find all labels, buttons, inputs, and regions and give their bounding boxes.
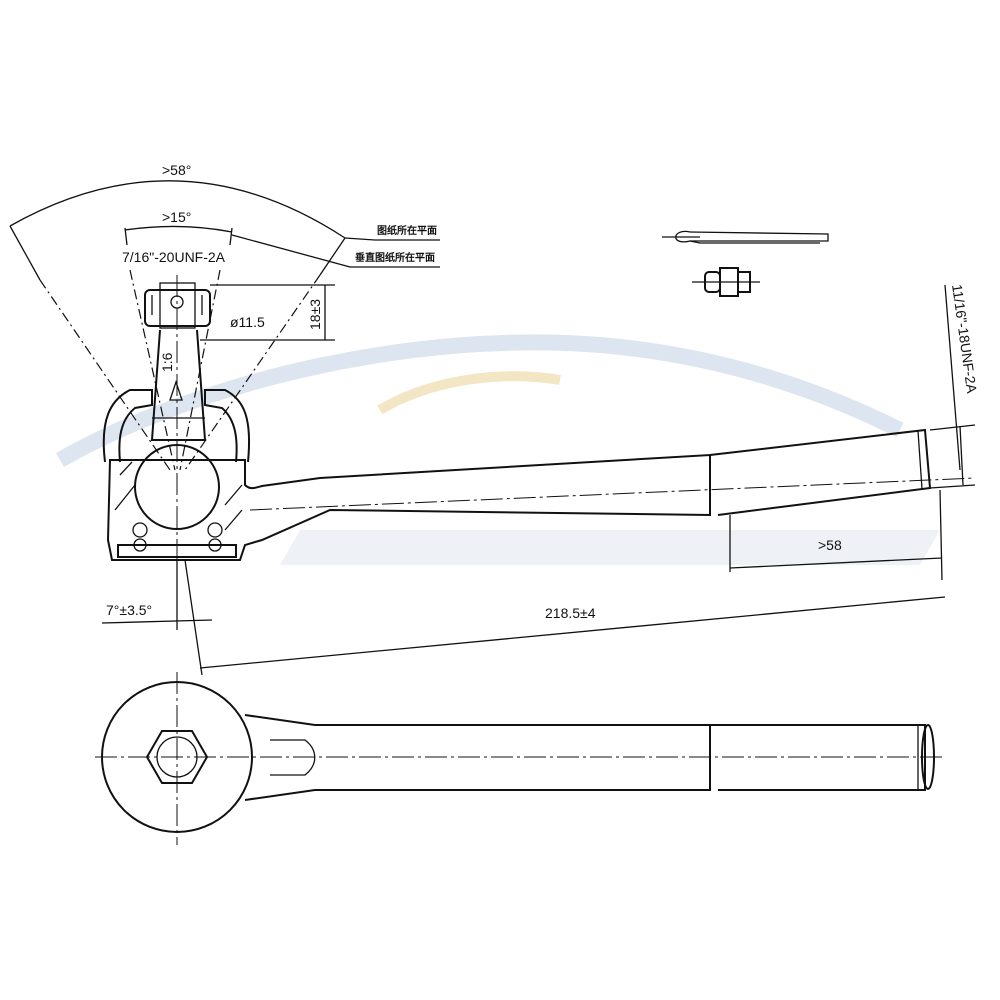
dust-boot [102,389,251,463]
rod-thread-dimension: 11/16"-18UNF-2A [929,283,980,489]
socket-housing [106,444,711,561]
swing-angle-inner-label: >15° [162,209,191,225]
cotter-pin [662,230,829,244]
watermark-logo [56,334,940,565]
tilt-angle-dimension: 7°±3.5° [101,560,213,630]
ball-stud: 1:6 [150,275,207,560]
plane-perpendicular-note: 垂直图纸所在平面 [355,251,435,264]
stud-dimensions: ø11.5 18±3 [200,284,335,341]
stud-diameter-label: ø11.5 [230,314,265,330]
swing-angle-outer-label: >58° [162,162,191,178]
overall-length-dimension: 218.5±4 [184,559,946,676]
thread-length-dimension: >58 [729,489,943,581]
swing-angle-outer-dimension: >58° 图纸所在平面 [9,162,440,471]
swing-angle-inner-dimension: >15° 垂直图纸所在平面 7/16"-20UNF-2A [122,209,440,471]
threaded-shank [249,428,976,516]
rod-thread-label: 11/16"-18UNF-2A [949,283,980,395]
thread-length-label: >58 [818,537,842,553]
top-view [95,672,945,845]
stud-thread-label: 7/16"-20UNF-2A [122,249,226,265]
taper-label: 1:6 [159,352,175,372]
tilt-angle-label: 7°±3.5° [106,602,152,618]
overall-length-label: 218.5±4 [545,605,596,621]
stud-length-label: 18±3 [307,299,323,330]
plane-of-drawing-note: 图纸所在平面 [377,224,437,237]
grease-fitting [692,267,760,297]
